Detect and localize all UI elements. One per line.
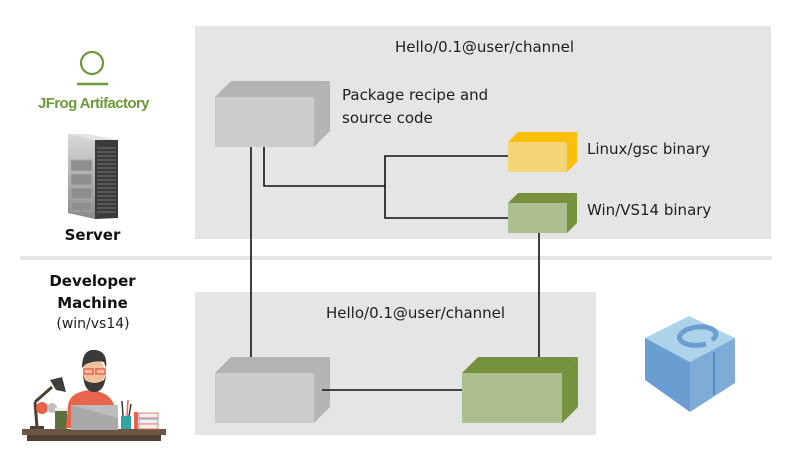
recipe-label-line1: Package recipe and (342, 86, 489, 104)
recipe-package-box[interactable] (215, 81, 330, 147)
linux-binary-box[interactable] (508, 132, 577, 172)
recipe-to-binaries-connector (263, 147, 508, 219)
server-label: Server (64, 226, 121, 244)
developer-machine-title-line1: Developer (49, 272, 136, 290)
jfrog-artifactory-logo-text: JFrog Artifactory (38, 95, 150, 112)
jfrog-ring-icon (77, 50, 108, 86)
local-recipe-box[interactable] (215, 357, 330, 423)
developer-at-desk-illustration (22, 349, 166, 441)
conan-cube-logo-icon (645, 316, 735, 412)
recipe-label-line2: source code (342, 109, 433, 127)
linux-binary-label: Linux/gsc binary (587, 140, 711, 158)
local-binary-box[interactable] (462, 357, 578, 423)
server-tower-icon (68, 134, 118, 219)
windows-binary-label: Win/VS14 binary (587, 201, 712, 219)
server-developer-divider (20, 256, 772, 260)
server-reference-label: Hello/0.1@user/channel (395, 38, 575, 56)
windows-binary-box[interactable] (508, 193, 577, 233)
local-reference-label: Hello/0.1@user/channel (326, 304, 506, 322)
developer-machine-platform: (win/vs14) (56, 316, 130, 332)
developer-machine-title-line2: Machine (57, 294, 128, 312)
